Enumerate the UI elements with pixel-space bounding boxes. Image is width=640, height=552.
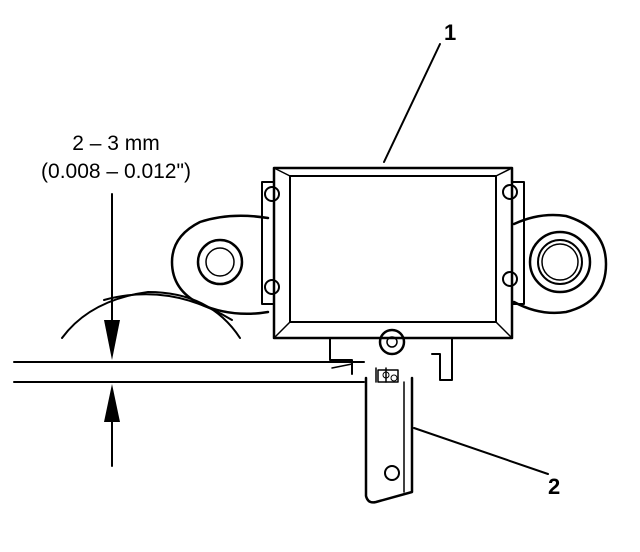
right-pulley <box>512 213 608 315</box>
callout-1: 1 <box>444 20 456 45</box>
arrow-down-icon <box>104 320 120 360</box>
dimension-secondary: (0.008 – 0.012") <box>41 160 191 183</box>
rotor-arcs <box>61 291 241 339</box>
terminal-bracket <box>329 337 453 383</box>
callout-2: 2 <box>548 474 560 499</box>
regulator-body <box>261 166 525 340</box>
dimension-arrows <box>104 193 120 467</box>
leader-lines <box>383 43 549 475</box>
brush-holder <box>364 376 414 504</box>
dimension-primary: 2 – 3 mm <box>72 132 160 155</box>
arrow-up-icon <box>104 384 120 422</box>
mounting-screw <box>378 328 406 356</box>
left-pulley <box>170 214 270 316</box>
reference-bars <box>13 361 365 383</box>
